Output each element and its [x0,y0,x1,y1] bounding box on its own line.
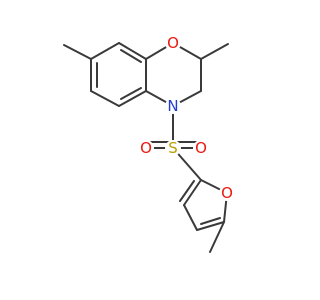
structure-diagram: O N S O O O [63,34,235,253]
bond-benzene-6 [90,42,120,60]
atom-labels: O N S O O O [138,34,235,202]
sulfonyl-sulfur-label: S [168,139,178,157]
bond-furan-methyl [209,221,225,253]
sulfonyl-oxygen-left-bg [138,140,154,156]
ring-oxygen-bg [165,35,181,51]
sulfonyl-oxygen-right-label: O [195,139,207,157]
bond-benzene-2 [90,90,120,107]
bond-furan-1 [183,179,202,206]
sulfonyl-oxygen-left-label: O [140,139,152,157]
ring-nitrogen-bg [165,98,181,114]
molecule-canvas: O N S O O O [63,34,235,253]
sulfonyl-oxygen-right-bg [193,140,209,156]
bond-benzene-3 [118,90,147,107]
bond-methyl-benzene [63,44,92,60]
bond-furan-1-inner [179,180,195,202]
bond-furan-3-inner [200,217,221,225]
furan-oxygen-label: O [221,184,233,202]
furan-oxygen-bg [219,185,235,201]
bond-benzene-3-inner [120,87,142,100]
bond-benzene-5-inner [120,49,142,63]
sulfonyl-sulfur-bg [165,140,181,156]
bond-furan-3 [196,221,225,231]
ring-oxygen-label: O [167,34,179,52]
bond-ch-methyl [200,43,229,60]
ring-nitrogen-label: N [167,97,178,115]
bond-furan-2 [183,204,198,231]
bond-benzene-5 [118,42,147,60]
